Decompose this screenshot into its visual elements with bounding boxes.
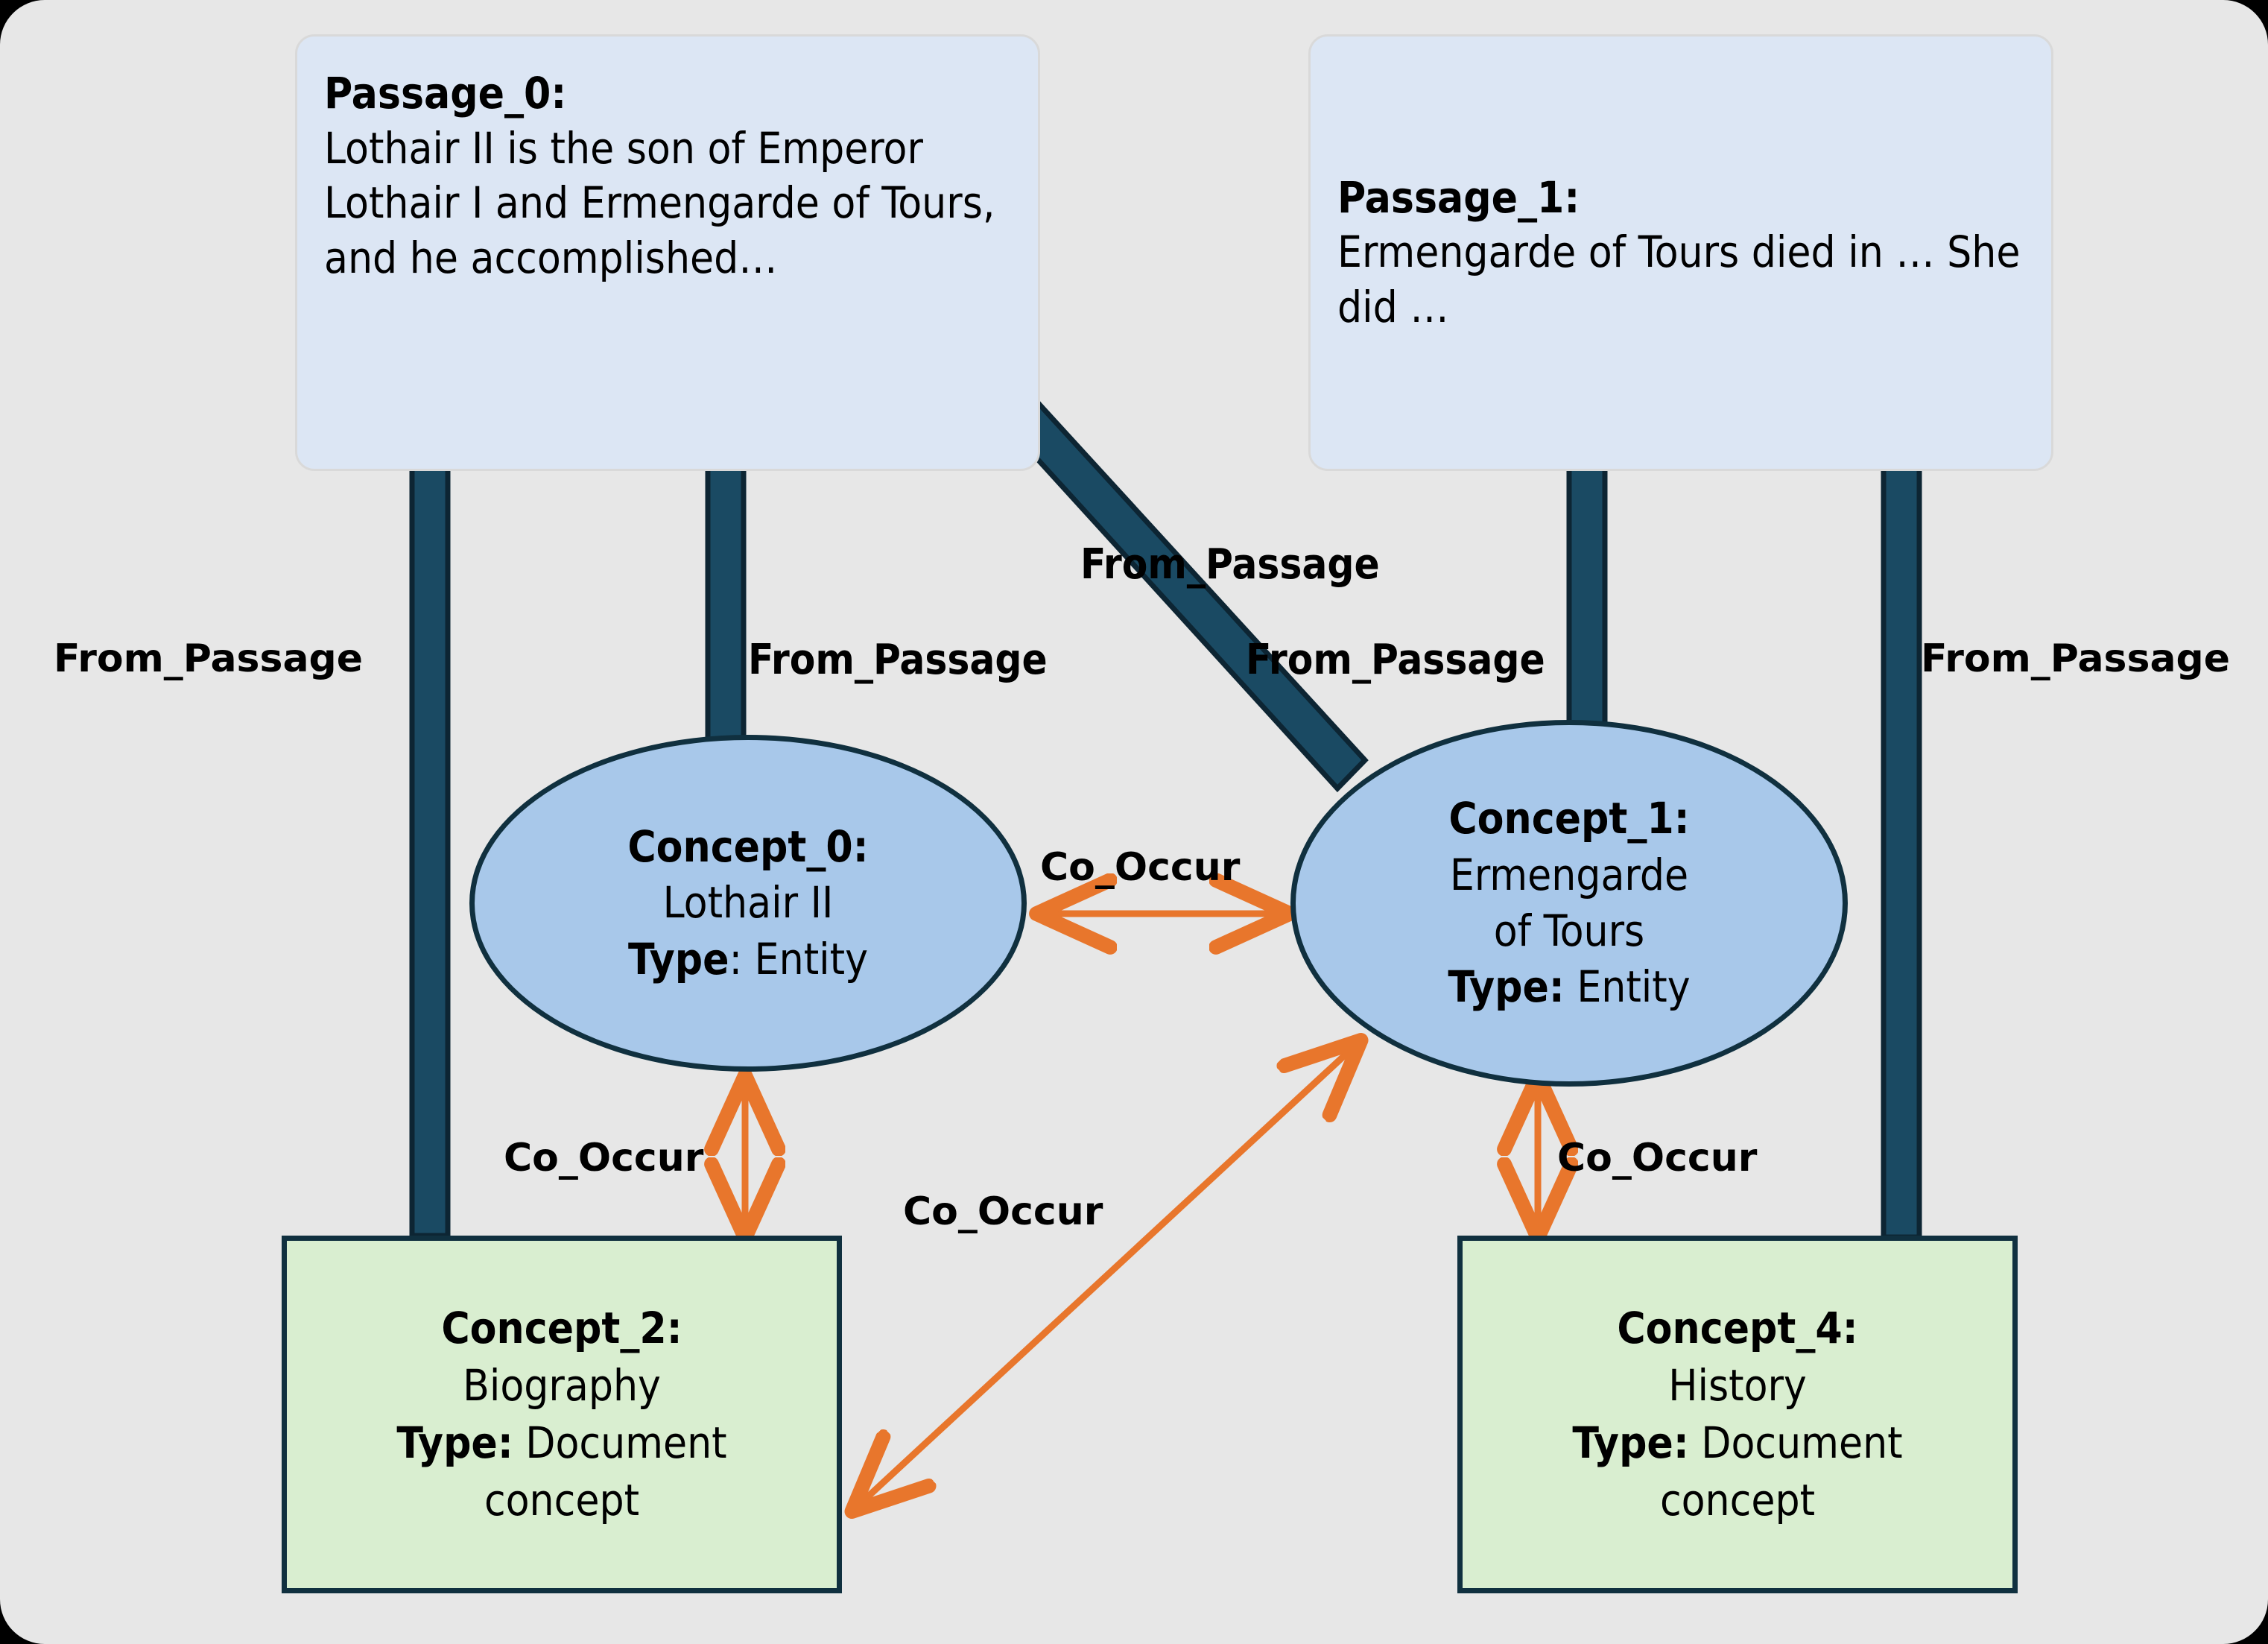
edge-label-co-occur-1: Co_Occur <box>504 1136 704 1180</box>
concept-2-name: Concept_2: <box>441 1302 682 1353</box>
passage-0-title: Passage_0: <box>324 68 567 118</box>
concept-1-type-sep <box>1565 961 1577 1012</box>
concept-0-type-sep: : <box>729 933 755 984</box>
concept-0-type-value: Entity <box>754 933 868 984</box>
passage-1-title: Passage_1: <box>1337 171 1580 223</box>
concept-2-type-value: Document <box>525 1417 727 1468</box>
edge-label-from-passage-2: From_Passage <box>1080 540 1380 589</box>
passage-box-0[interactable]: Passage_0: Lothair II is the son of Empe… <box>295 34 1040 471</box>
passage-box-1[interactable]: Passage_1: Ermengarde of Tours died in …… <box>1308 34 2053 471</box>
concept-2-type-key: Type: <box>396 1417 513 1468</box>
concept-1-type-key: Type: <box>1448 961 1565 1013</box>
concept-1-name: Concept_1: <box>1448 793 1690 844</box>
concept-1-value-line-2: of Tours <box>1493 905 1645 956</box>
edge-label-from-passage-1: From_Passage <box>748 636 1048 684</box>
edge-label-co-occur-2: Co_Occur <box>903 1189 1103 1234</box>
concept-1-type-value: Entity <box>1577 961 1691 1013</box>
passage-0-body: Lothair II is the son of Emperor Lothair… <box>324 122 995 283</box>
concept-4-name: Concept_4: <box>1617 1302 1858 1353</box>
concept-0-name: Concept_0: <box>627 821 869 872</box>
edge-label-from-passage-3: From_Passage <box>1246 636 1545 684</box>
passage-1-body: Ermengarde of Tours died in … She did … <box>1337 227 2021 332</box>
concept-4-type-key: Type: <box>1572 1417 1689 1468</box>
concept-0-value: Lothair II <box>662 877 834 929</box>
concept-2-type-sep <box>513 1417 526 1468</box>
concept-4-type-value: Document <box>1701 1417 1903 1468</box>
concept-4-type: Type: Document <box>1572 1414 1902 1472</box>
concept-node-1[interactable]: Concept_1: Ermengarde of Tours Type: Ent… <box>1290 720 1848 1087</box>
concept-4-value: History <box>1668 1359 1807 1411</box>
edge-label-from-passage-0: From_Passage <box>54 636 364 681</box>
concept-1-type: Type: Entity <box>1448 959 1690 1015</box>
concept-0-type: Type: Entity <box>628 932 868 987</box>
edge-label-from-passage-4: From_Passage <box>1921 636 2231 681</box>
concept-node-2[interactable]: Concept_2: Biography Type: Document conc… <box>282 1236 842 1593</box>
concept-2-value: Biography <box>463 1359 661 1411</box>
edge-label-co-occur-0: Co_Occur <box>1040 845 1241 890</box>
concept-node-4[interactable]: Concept_4: History Type: Document concep… <box>1457 1236 2018 1593</box>
concept-2-type-value-line-2: concept <box>484 1475 640 1526</box>
concept-2-type: Type: Document <box>396 1414 726 1472</box>
edge-label-co-occur-3: Co_Occur <box>1557 1136 1758 1180</box>
concept-node-0[interactable]: Concept_0: Lothair II Type: Entity <box>469 735 1027 1072</box>
concept-4-type-sep <box>1689 1417 1702 1468</box>
concept-0-type-key: Type <box>628 933 729 984</box>
concept-1-value-line-1: Ermengarde <box>1449 849 1689 900</box>
concept-4-type-value-line-2: concept <box>1659 1475 1816 1526</box>
